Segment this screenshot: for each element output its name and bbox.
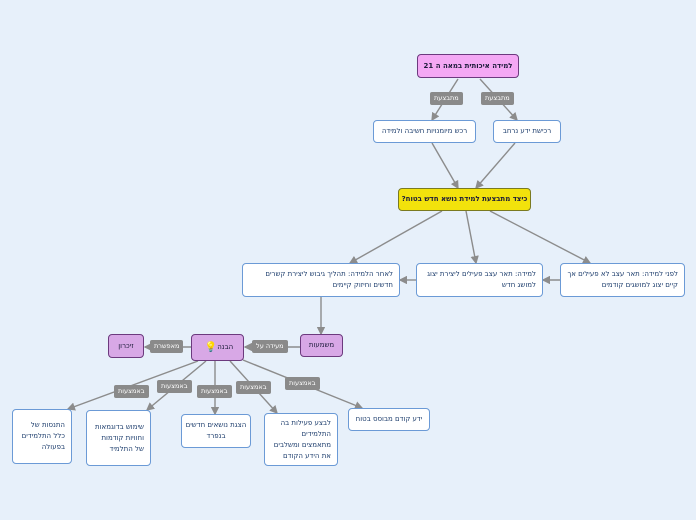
link-question-before	[489, 210, 592, 264]
during-learning-node[interactable]: למידה: תאר עצב פעילים ליצירת יצוג למושג …	[416, 263, 543, 297]
need-perception-node-text: רכישת ידע נרחב	[502, 127, 552, 135]
label-understanding-c4: באמצעות	[236, 381, 271, 394]
label-meaning-understanding: מעידה על	[252, 340, 288, 353]
label-understanding-c5: באמצעות	[285, 377, 320, 390]
child-node-separate-topics[interactable]: הצגת נושאים חדשים בנפרד	[181, 414, 251, 448]
memory-node-text: זיכרון	[118, 341, 134, 350]
link-need-question	[475, 142, 516, 190]
before-learning-node[interactable]: לפני למידה: תאר עצב לא פעילים אך קיים יצ…	[560, 263, 685, 297]
child-node-prior-knowledge-text: ידע קודם מבוסס בטוח	[355, 415, 423, 423]
question-node-text: כיצד מתבצעת למידת נושא חדש בטוח?	[401, 195, 528, 203]
meaning-node-text: משמעות	[308, 341, 335, 349]
link-question-during	[465, 210, 479, 265]
child-node-activity-text: לבצע פעילות בה התלמידים מתאמצים ומשלבים …	[273, 418, 331, 460]
child-node-prior-knowledge[interactable]: ידע קודם מבוסס בטוח	[348, 408, 430, 431]
label-root-need: מתבצעת	[481, 92, 514, 105]
understanding-node[interactable]: הבנה 💡	[191, 334, 244, 361]
child-node-activity[interactable]: לבצע פעילות בה התלמידים מתאמצים ומשלבים …	[264, 413, 338, 466]
label-understanding-c1: באמצעות	[114, 385, 149, 398]
need-perception-node[interactable]: רכישת ידע נרחב	[493, 120, 561, 143]
question-node[interactable]: כיצד מתבצעת למידת נושא חדש בטוח?	[398, 188, 531, 211]
memory-node[interactable]: זיכרון	[108, 334, 144, 358]
label-root-stress: מתבצעת	[430, 92, 463, 105]
link-question-after	[348, 210, 443, 264]
light-bulb-icon: 💡	[204, 342, 218, 353]
root-node[interactable]: למידה איכותית במאה ה 21	[417, 54, 519, 78]
child-node-separate-topics-text: הצגת נושאים חדשים בנפרד	[185, 421, 247, 440]
meaning-node[interactable]: משמעות	[300, 334, 343, 357]
label-understanding-memory: מאפשרת	[150, 340, 184, 353]
child-node-examples[interactable]: שימוש בדוגמאות וחוויות קודמות של התלמיד	[86, 410, 151, 466]
after-learning-node-text: לאחר הלמידה: תהליך גיבוש ליצירת קשרים חד…	[265, 270, 393, 289]
child-node-practice-text: התנסות של כלל התלמידים בפעולה	[21, 421, 65, 451]
link-stress-question	[431, 142, 459, 190]
label-understanding-c2: באמצעות	[157, 380, 192, 393]
root-node-text: למידה איכותית במאה ה 21	[423, 61, 513, 70]
label-understanding-c3: באמצעות	[197, 385, 232, 398]
during-learning-node-text: למידה: תאר עצב פעילים ליצירת יצוג למושג …	[427, 270, 536, 289]
child-node-practice[interactable]: התנסות של כלל התלמידים בפעולה	[12, 409, 72, 464]
child-node-examples-text: שימוש בדוגמאות וחוויות קודמות של התלמיד	[95, 422, 144, 453]
stress-node[interactable]: רכש מיומנויות חשיבה ולמידה	[373, 120, 476, 143]
stress-node-text: רכש מיומנויות חשיבה ולמידה	[381, 127, 468, 135]
before-learning-node-text: לפני למידה: תאר עצב לא פעילים אך קיים יצ…	[567, 270, 678, 289]
after-learning-node[interactable]: לאחר הלמידה: תהליך גיבוש ליצירת קשרים חד…	[242, 263, 400, 297]
understanding-node-text: הבנה	[217, 343, 234, 351]
